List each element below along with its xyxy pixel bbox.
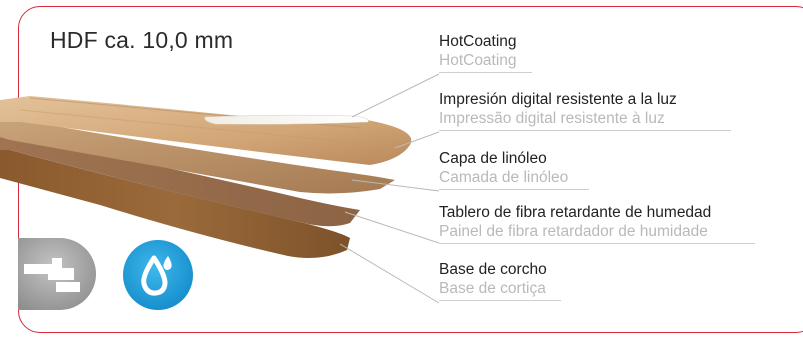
layer-name-pt: Impressão digital resistente à luz [439, 110, 665, 127]
layer-name-pt: Camada de linóleo [439, 169, 569, 186]
label-underline [439, 72, 532, 73]
cork-base-layer [0, 150, 350, 258]
hdf-board-layer [0, 136, 360, 227]
layer-name-es: Capa de linóleo [439, 150, 547, 167]
label-underline [439, 130, 731, 131]
layer-name-es: Base de corcho [439, 261, 547, 278]
click-joint-icon [18, 238, 96, 310]
layer-name-es: HotCoating [439, 33, 517, 50]
layer-label-digital-print: Impresión digital resistente a la luz Im… [439, 90, 784, 131]
layer-label-hotcoating: HotCoating HotCoating [439, 32, 784, 73]
layer-label-linoleum: Capa de linóleo Camada de linóleo [439, 149, 784, 190]
layer-label-cork-base: Base de corcho Base de cortiça [439, 260, 784, 301]
label-underline [439, 243, 755, 244]
layer-name-pt: Painel de fibra retardador de humidade [439, 223, 708, 240]
linoleum-layer [0, 120, 395, 194]
water-drop-icon [123, 240, 193, 310]
layer-name-es: Tablero de fibra retardante de humedad [439, 204, 712, 221]
layer-name-es: Impresión digital resistente a la luz [439, 91, 677, 108]
print-decor-layer [0, 96, 412, 165]
thickness-label: HDF ca. 10,0 mm [50, 27, 234, 53]
label-underline [439, 300, 561, 301]
layer-name-pt: HotCoating [439, 52, 517, 69]
hotcoating-layer [204, 114, 369, 125]
label-underline [439, 189, 589, 190]
layer-label-fiber-board: Tablero de fibra retardante de humedad P… [439, 203, 784, 244]
layer-name-pt: Base de cortiça [439, 280, 546, 297]
